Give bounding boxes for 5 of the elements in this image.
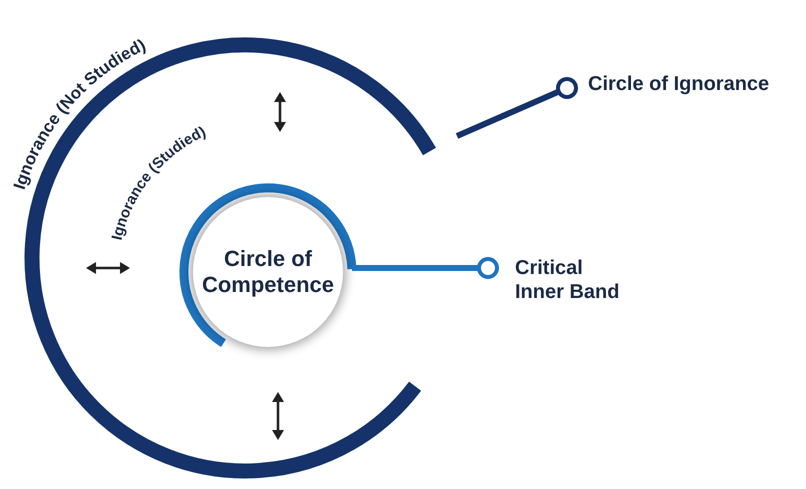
- leader-line: [456, 77, 578, 139]
- circle-title: Circle of Competence: [200, 246, 336, 298]
- leader-line: [352, 257, 499, 279]
- callout-label: Critical Inner Band: [515, 256, 625, 304]
- callout-label: Circle of Ignorance: [588, 72, 806, 96]
